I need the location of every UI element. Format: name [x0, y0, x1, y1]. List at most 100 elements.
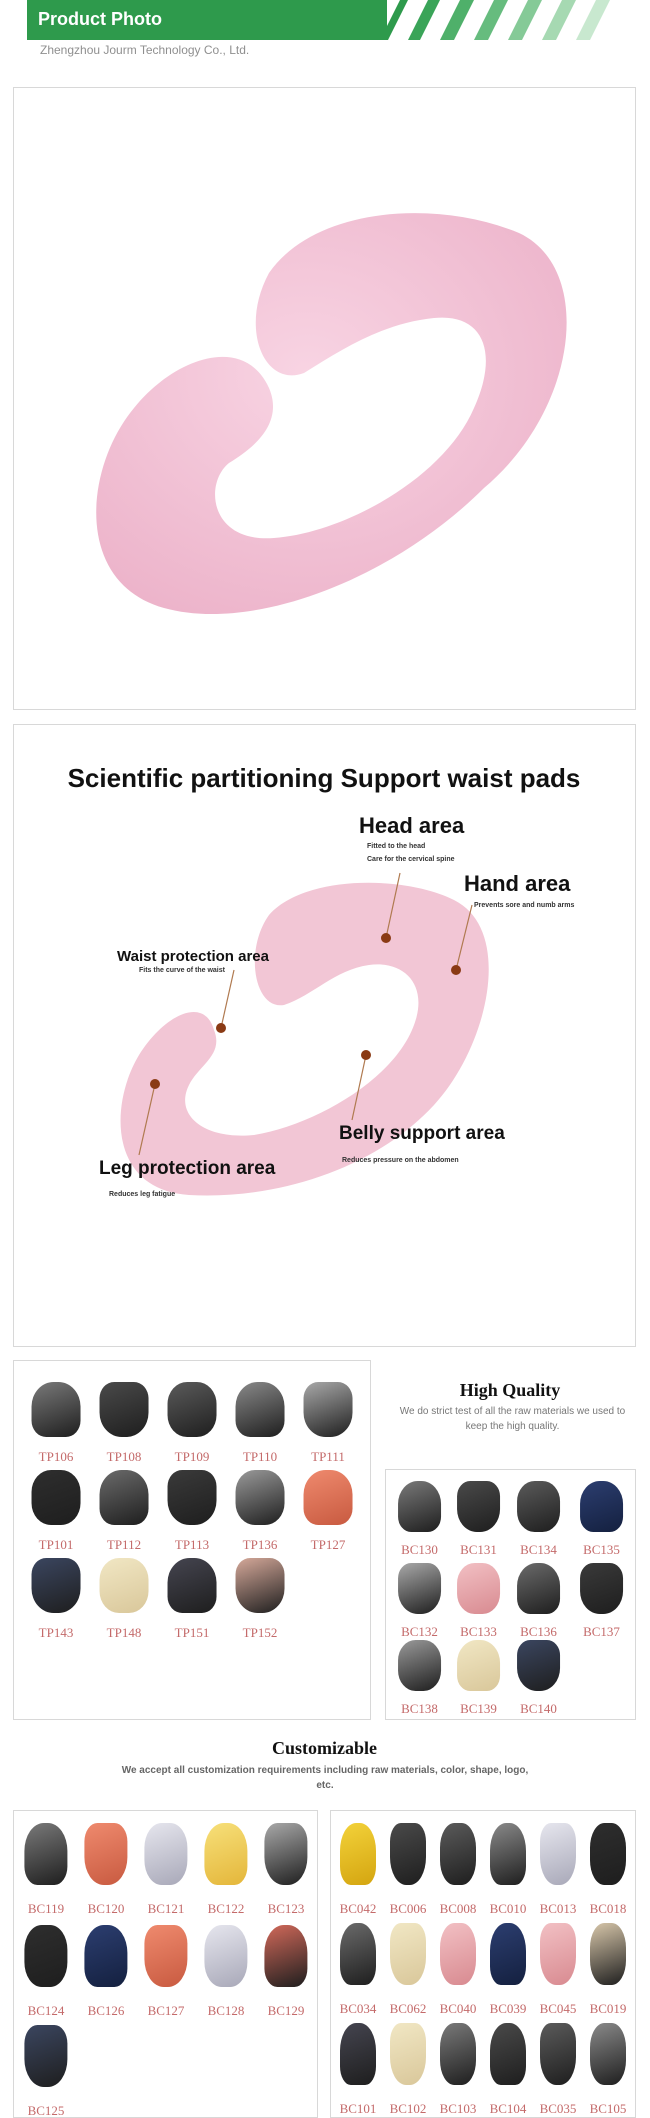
product-item: BC122 — [196, 1817, 256, 1917]
product-item: TP148 — [90, 1553, 158, 1641]
product-image — [590, 1923, 626, 1985]
product-item: BC105 — [583, 2017, 633, 2117]
page-title: Product Photo — [38, 9, 162, 29]
product-image — [390, 1923, 426, 1985]
product-image — [390, 1823, 426, 1885]
product-code: TP112 — [106, 1537, 142, 1552]
product-photo-frame — [13, 87, 636, 710]
product-item: TP106 — [22, 1377, 90, 1465]
product-code: BC019 — [589, 2001, 627, 2016]
product-image — [397, 1639, 442, 1691]
product-code: BC132 — [401, 1624, 438, 1639]
product-item: BC131 — [448, 1476, 509, 1558]
product-image — [540, 1923, 576, 1985]
customizable-title: Customizable — [272, 1738, 377, 1758]
product-image — [516, 1639, 561, 1691]
product-code: TP109 — [174, 1449, 210, 1464]
product-image — [167, 1558, 217, 1613]
product-item: BC136 — [508, 1558, 569, 1640]
product-item: BC128 — [196, 1919, 256, 2019]
product-code: BC135 — [583, 1542, 620, 1557]
header-banner — [27, 0, 387, 40]
product-code: BC101 — [339, 2101, 377, 2116]
product-image — [456, 1639, 501, 1691]
product-item: TP113 — [158, 1465, 226, 1553]
product-image — [490, 1923, 526, 1985]
product-item: BC040 — [433, 1917, 483, 2017]
product-image — [204, 1823, 248, 1885]
product-code: BC125 — [27, 2103, 65, 2118]
product-item: TP127 — [294, 1465, 362, 1553]
sub-head-1: Fitted to the head — [367, 843, 426, 850]
product-item: BC103 — [433, 2017, 483, 2117]
product-image — [24, 1823, 68, 1885]
sub-leg: Reduces leg fatigue — [109, 1191, 176, 1198]
product-item: BC013 — [533, 1817, 583, 1917]
diagram-pillow-image — [120, 872, 489, 1196]
product-code: BC121 — [147, 1901, 185, 1916]
product-image — [99, 1470, 149, 1525]
product-item: BC126 — [76, 1919, 136, 2019]
product-image — [490, 2023, 526, 2085]
product-code: TP148 — [106, 1625, 142, 1640]
product-item: BC042 — [333, 1817, 383, 1917]
product-image — [456, 1480, 501, 1532]
product-image — [490, 1823, 526, 1885]
label-head-area: Head area — [359, 813, 465, 838]
label-leg-area: Leg protection area — [99, 1158, 276, 1179]
product-image — [31, 1558, 81, 1613]
product-image — [84, 1925, 128, 1987]
header: Product Photo Zhengzhou Jourm Technology… — [0, 0, 650, 60]
high-quality-desc: We do strict test of all the raw materia… — [399, 1406, 626, 1432]
product-item: BC008 — [433, 1817, 483, 1917]
product-image — [264, 1925, 308, 1987]
diagram-title: Scientific partitioning Support waist pa… — [67, 763, 581, 793]
product-code: TP127 — [310, 1537, 346, 1552]
product-code: BC120 — [87, 1901, 125, 1916]
product-item: BC140 — [508, 1635, 569, 1717]
product-code: TP136 — [242, 1537, 278, 1552]
product-item: TP151 — [158, 1553, 226, 1641]
product-code: BC039 — [489, 2001, 527, 2016]
product-code: BC136 — [520, 1624, 557, 1639]
product-item: BC121 — [136, 1817, 196, 1917]
product-item: TP109 — [158, 1377, 226, 1465]
product-code: TP106 — [38, 1449, 74, 1464]
product-image — [579, 1562, 624, 1614]
product-image — [456, 1562, 501, 1614]
product-item: TP112 — [90, 1465, 158, 1553]
product-code: BC102 — [389, 2101, 427, 2116]
product-image — [99, 1558, 149, 1613]
product-image — [340, 2023, 376, 2085]
product-image — [99, 1382, 149, 1437]
product-item: TP136 — [226, 1465, 294, 1553]
product-code: TP151 — [174, 1625, 210, 1640]
product-item: BC138 — [389, 1635, 450, 1717]
product-image — [31, 1382, 81, 1437]
product-code: BC138 — [401, 1701, 438, 1716]
product-item: TP143 — [22, 1553, 90, 1641]
product-item: BC101 — [333, 2017, 383, 2117]
product-item: BC134 — [508, 1476, 569, 1558]
product-image — [167, 1470, 217, 1525]
product-image — [144, 1925, 188, 1987]
product-code: TP108 — [106, 1449, 142, 1464]
product-code: BC127 — [147, 2003, 185, 2018]
product-code: BC008 — [439, 1901, 477, 1916]
product-code: BC018 — [589, 1901, 627, 1916]
product-code: BC128 — [207, 2003, 245, 2018]
product-image — [31, 1470, 81, 1525]
product-image — [440, 1823, 476, 1885]
product-item: BC119 — [16, 1817, 76, 1917]
product-image — [390, 2023, 426, 2085]
product-code: BC010 — [489, 1901, 527, 1916]
product-code: BC034 — [339, 2001, 377, 2016]
product-code: BC123 — [267, 1901, 305, 1916]
product-item: BC010 — [483, 1817, 533, 1917]
product-code: TP143 — [38, 1625, 74, 1640]
product-image — [516, 1562, 561, 1614]
product-code: TP110 — [242, 1449, 278, 1464]
product-image — [303, 1470, 353, 1525]
